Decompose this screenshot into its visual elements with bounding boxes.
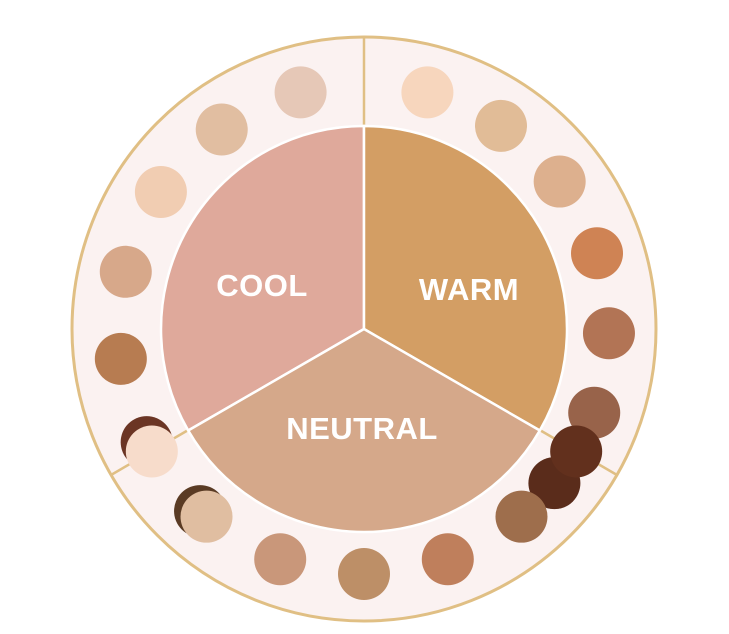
warm-swatch bbox=[533, 155, 586, 208]
swatch-group bbox=[94, 66, 635, 600]
cool-label: COOL bbox=[216, 268, 308, 303]
cool-swatch bbox=[134, 166, 187, 218]
cool-segment bbox=[159, 124, 366, 433]
warm-label: WARM bbox=[419, 272, 519, 307]
cool-swatch bbox=[195, 103, 248, 156]
neutral-swatch bbox=[338, 548, 390, 600]
cool-swatch bbox=[94, 332, 147, 385]
warm-segment bbox=[362, 124, 569, 433]
warm-swatch bbox=[568, 386, 621, 439]
neutral-swatch bbox=[550, 425, 603, 478]
cool-swatch bbox=[274, 66, 327, 119]
warm-swatch bbox=[571, 227, 624, 280]
neutral-swatch bbox=[254, 533, 307, 586]
neutral-segment bbox=[186, 327, 542, 534]
warm-swatch bbox=[582, 307, 635, 360]
neutral-swatch bbox=[495, 490, 548, 543]
warm-swatch bbox=[401, 66, 454, 119]
neutral-swatch bbox=[125, 425, 178, 478]
neutral-swatch bbox=[180, 490, 233, 543]
warm-swatch bbox=[475, 99, 527, 152]
neutral-swatch bbox=[421, 533, 474, 586]
neutral-label: NEUTRAL bbox=[286, 411, 438, 446]
cool-swatch bbox=[99, 245, 152, 298]
